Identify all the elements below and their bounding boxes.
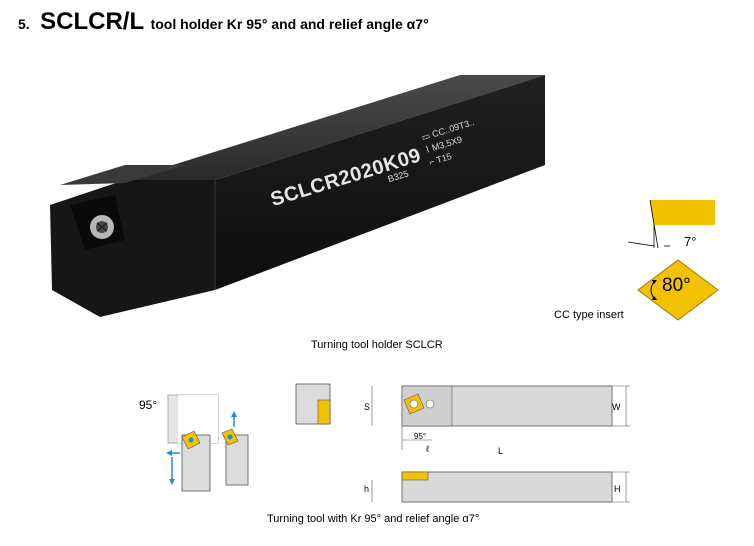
relief-angle-diagram — [627, 199, 715, 249]
small-angle-label: 95° — [414, 432, 427, 441]
dim-s-label: S — [364, 402, 371, 412]
cross-section-view — [295, 383, 331, 425]
page-title: 5. SCLCR/L tool holder Kr 95° and and re… — [18, 8, 429, 36]
relief-angle-label: 7° — [684, 234, 697, 249]
dim-H-label: H — [614, 484, 621, 494]
dim-l1-label: ℓ — [426, 444, 429, 454]
side-view-drawing — [371, 471, 630, 503]
dim-L-label: L — [498, 446, 504, 456]
photo-caption: Turning tool holder SCLCR — [311, 339, 443, 351]
approach-angle-label: 95° — [139, 398, 158, 412]
top-view-drawing — [371, 385, 630, 450]
tool-holder-photo — [50, 75, 545, 317]
section-number: 5. — [18, 16, 30, 32]
holder-code: SCLCR/L — [40, 8, 145, 35]
drawing-caption: Turning tool with Kr 95° and relief angl… — [267, 513, 480, 525]
holder-description: tool holder Kr 95° and and relief angle … — [150, 16, 429, 32]
dim-h-label: h — [364, 484, 370, 494]
dim-w-label: W — [612, 402, 621, 412]
orientation-diagram — [166, 394, 249, 492]
insert-rhombus-icon — [637, 259, 719, 321]
nose-angle-label: 80° — [662, 275, 691, 296]
insert-caption: CC type insert — [554, 309, 624, 321]
